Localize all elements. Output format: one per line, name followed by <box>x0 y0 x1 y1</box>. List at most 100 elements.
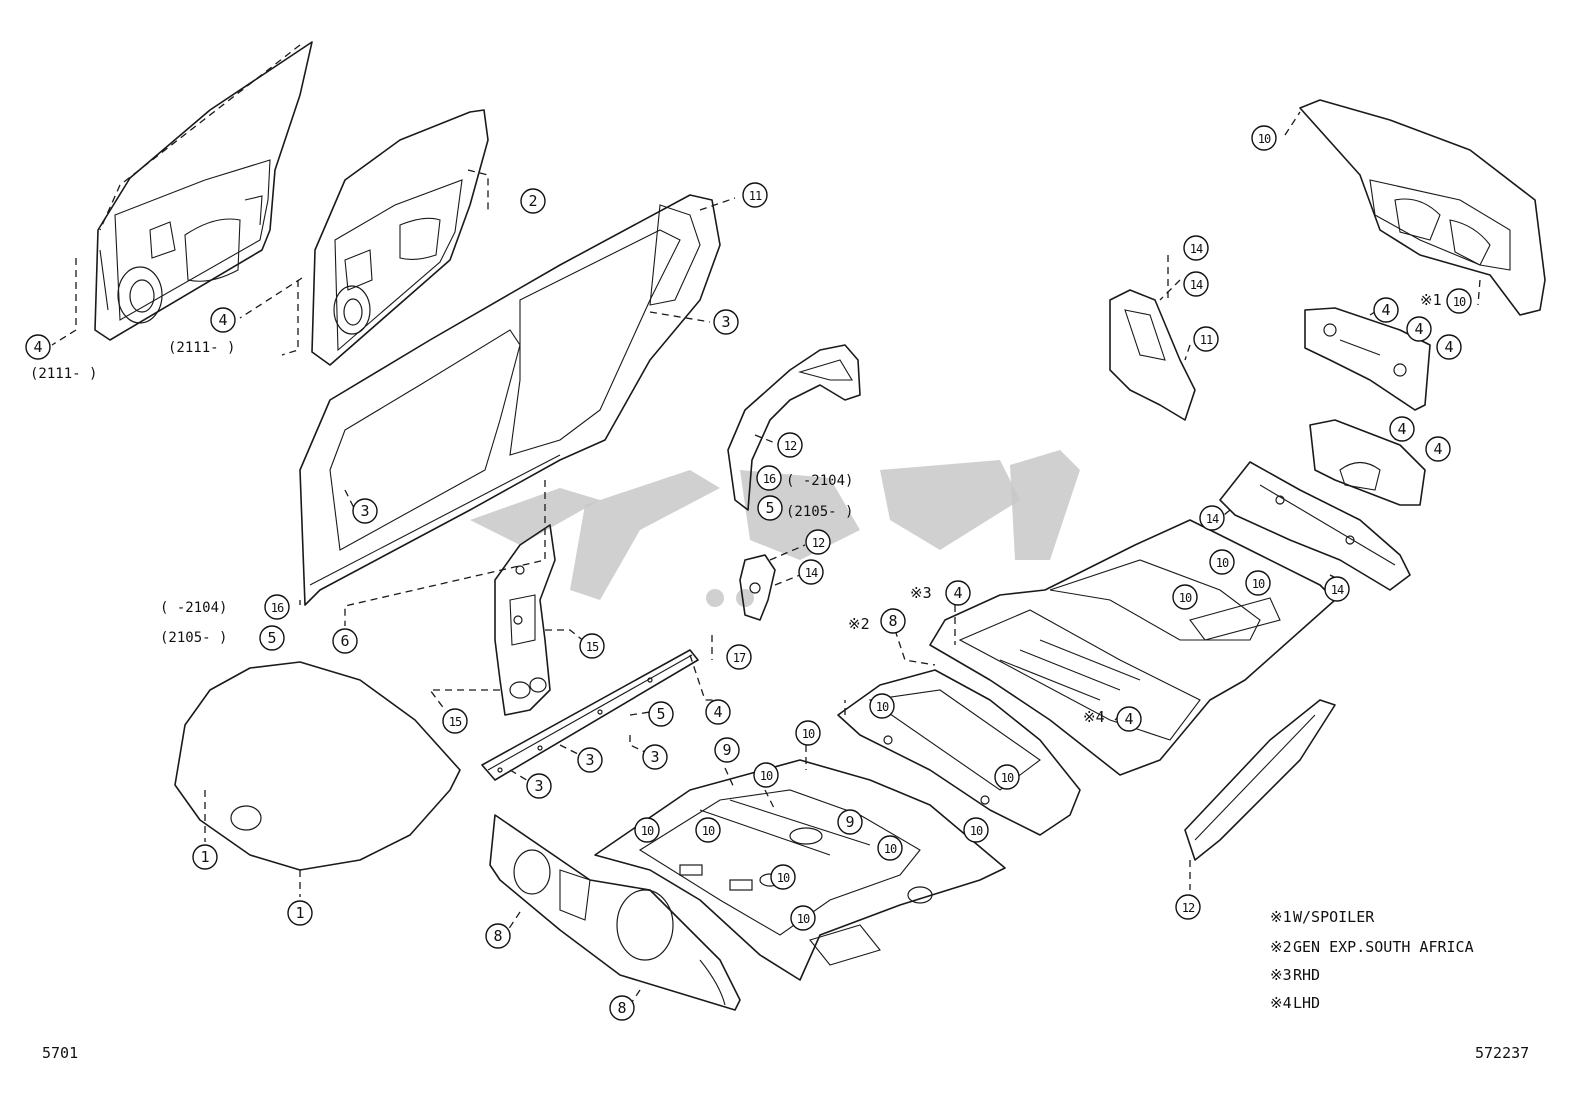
leader-line <box>629 711 651 716</box>
callout-circle <box>1183 235 1209 261</box>
leader-line <box>509 769 531 783</box>
side-5-date-label: (2105- ) <box>160 630 227 646</box>
callout-side-5: 5 <box>259 625 285 651</box>
callout-circle <box>352 498 378 524</box>
callout-circle <box>1389 416 1415 442</box>
qtr-5-date-label: (2105- ) <box>786 504 853 520</box>
callout-qtr-5: 5 <box>757 495 783 521</box>
callout-circle <box>442 708 468 734</box>
callout-circle <box>210 307 236 333</box>
callout-circle <box>695 817 721 843</box>
callout-number: 6 <box>340 632 349 650</box>
back-panel <box>1309 419 1426 506</box>
callout-circle <box>713 309 739 335</box>
callout-back-4a: 4 <box>1389 416 1415 442</box>
callout-number: 11 <box>1200 333 1213 347</box>
leader-line <box>1184 344 1191 361</box>
callout-number: 3 <box>534 777 543 795</box>
callout-rear-14b: 14 <box>1324 576 1350 602</box>
callout-number: 12 <box>812 536 825 550</box>
callout-circle <box>485 923 511 949</box>
callout-circle <box>192 844 218 870</box>
callout-circle <box>1175 894 1201 920</box>
callout-number: 10 <box>797 912 810 926</box>
callout-number: 1 <box>200 848 209 866</box>
callout-circle <box>805 529 831 555</box>
callout-shelf-4c: 4 <box>1436 334 1462 360</box>
callout-shelf-4a: 4 <box>1373 297 1399 323</box>
note-3-text: RHD <box>1293 966 1320 984</box>
callout-circle <box>790 905 816 931</box>
leader-line <box>428 689 500 711</box>
callout-circle <box>1406 316 1432 342</box>
marker-3: ※3 <box>910 584 932 602</box>
front-floor-pan <box>594 759 1006 981</box>
callout-qtr-12: 12 <box>777 432 803 458</box>
callout-number: 16 <box>763 472 776 486</box>
callout-number: 5 <box>765 499 774 517</box>
callout-wheel-14a: 14 <box>1183 235 1209 261</box>
callout-circle <box>1172 584 1198 610</box>
leader-line <box>239 277 303 319</box>
callout-number: 14 <box>1331 583 1344 597</box>
front-door-panel <box>94 41 313 341</box>
callout-rail-3c: 3 <box>526 773 552 799</box>
callout-circle <box>714 737 740 763</box>
note-2-text: GEN EXP.SOUTH AFRICA <box>1293 938 1474 956</box>
rocker-rail <box>481 649 699 781</box>
callout-sill-12: 12 <box>1175 894 1201 920</box>
rear-wheelhouse-inner <box>1109 289 1196 421</box>
callout-number: 4 <box>1397 420 1406 438</box>
callout-rear-10b: 10 <box>1245 570 1271 596</box>
callout-circle <box>756 465 782 491</box>
callout-circle <box>770 864 796 890</box>
callout-number: 14 <box>1206 512 1219 526</box>
callout-number: 4 <box>1444 338 1453 356</box>
leader-line <box>1477 279 1481 306</box>
callout-rear-10c: 10 <box>1172 584 1198 610</box>
small-bracket <box>739 554 776 621</box>
rear-crossmember <box>1219 461 1411 591</box>
callout-circle <box>880 608 906 634</box>
callout-hood-1a: 1 <box>192 844 218 870</box>
callout-circle <box>634 817 660 843</box>
illustration-number: 572237 <box>1475 1044 1529 1062</box>
callout-hood-1b: 1 <box>287 900 313 926</box>
callout-circle <box>1193 326 1219 352</box>
note-1-text: W/SPOILER <box>1293 908 1375 926</box>
callout-number: 4 <box>1433 440 1442 458</box>
leader-line <box>545 629 586 643</box>
callout-number: 4 <box>1381 301 1390 319</box>
leader-line <box>281 280 299 356</box>
callout-circle <box>757 495 783 521</box>
callout-number: 14 <box>1190 242 1203 256</box>
luggage-compartment-lid <box>1299 99 1546 316</box>
leader-line <box>344 480 546 626</box>
callout-side-3a: 3 <box>713 309 739 335</box>
callout-rail-3b: 3 <box>642 744 668 770</box>
note-3-mark: ※3 <box>1270 966 1292 984</box>
watermark-logo <box>470 450 1080 607</box>
callout-floor-10b: 10 <box>753 762 779 788</box>
callout-circle <box>1116 706 1142 732</box>
callout-number: 4 <box>1124 710 1133 728</box>
callout-circle <box>1446 288 1472 314</box>
package-tray-panel <box>1304 307 1431 411</box>
callout-number: 10 <box>970 824 983 838</box>
callout-number: 5 <box>656 705 665 723</box>
callout-number: 4 <box>1414 320 1423 338</box>
callout-rear-4a: 4 <box>945 580 971 606</box>
callout-circle <box>795 720 821 746</box>
leader-line <box>754 434 781 446</box>
callout-circle <box>577 747 603 773</box>
callout-floor-9a: 9 <box>714 737 740 763</box>
callout-number: 4 <box>713 703 722 721</box>
leader-line <box>99 44 301 231</box>
callout-brk-12: 12 <box>805 529 831 555</box>
callout-floor-10g: 10 <box>770 864 796 890</box>
callout-door-front-4: 4 <box>25 334 51 360</box>
leader-line <box>51 258 77 346</box>
leader-line <box>559 744 581 756</box>
callout-number: 3 <box>585 751 594 769</box>
callout-number: 3 <box>360 502 369 520</box>
